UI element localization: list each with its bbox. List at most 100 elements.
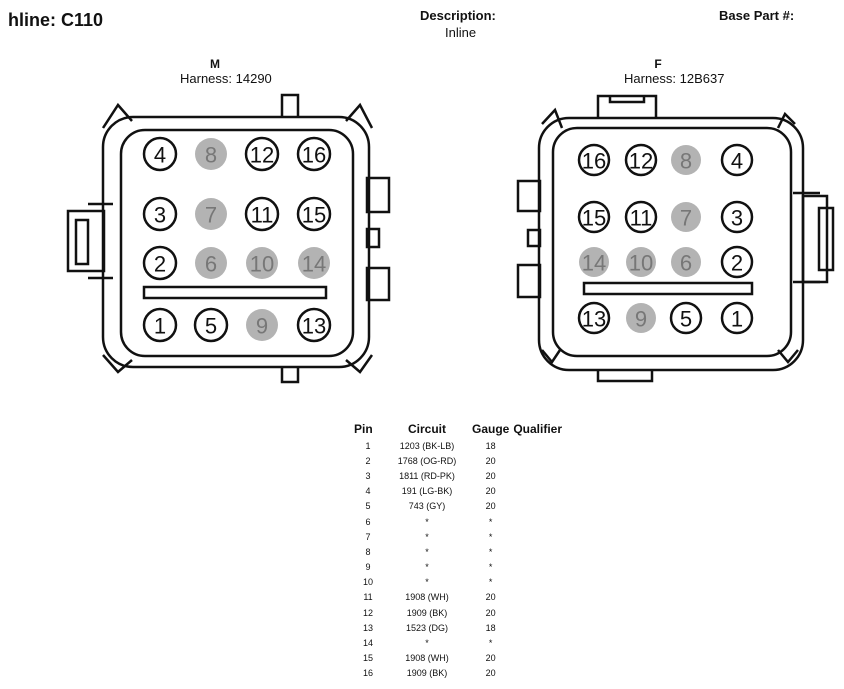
qualifier-cell xyxy=(511,529,564,544)
circuit-header: Circuit xyxy=(407,422,446,436)
pin-10-label: 10 xyxy=(250,252,274,277)
circuit-cell: * xyxy=(425,516,429,527)
base-part-label: Base Part #: xyxy=(719,8,795,23)
circuit-cell: * xyxy=(425,577,429,588)
qualifier-cell xyxy=(511,620,564,635)
circuit-cell: 1908 (WH) xyxy=(405,653,449,664)
pin-2-cavity xyxy=(720,245,754,279)
gauge-cell: 18 xyxy=(485,622,496,633)
pin-cell: 1 xyxy=(365,440,371,451)
pin-6-cavity xyxy=(195,247,227,279)
pin-2-cavity xyxy=(142,245,178,281)
pin-11-cavity xyxy=(624,200,658,234)
connector-f-body xyxy=(516,94,835,383)
pin-4-cavity xyxy=(720,143,754,177)
pin-4-label: 4 xyxy=(731,149,743,174)
pin-2-label: 2 xyxy=(731,251,743,276)
pin-3-label: 3 xyxy=(731,206,743,231)
pin-cell: 7 xyxy=(365,531,371,542)
qualifier-cell xyxy=(511,590,564,605)
pin-9-label: 9 xyxy=(635,307,647,332)
table-row: 9** xyxy=(352,560,564,575)
pin-5-label: 5 xyxy=(205,314,217,339)
gauge-cell: 20 xyxy=(485,486,496,497)
qualifier-header: Qualifier xyxy=(513,422,563,436)
pin-cell: 15 xyxy=(362,653,373,664)
pin-11-label: 11 xyxy=(251,203,274,228)
pin-cell: 12 xyxy=(362,607,373,618)
pin-9-label: 9 xyxy=(256,314,268,339)
qualifier-cell xyxy=(511,666,564,681)
pin-11-cavity xyxy=(244,196,280,232)
pin-12-label: 12 xyxy=(629,149,653,174)
description-value: Inline xyxy=(445,25,477,40)
circuit-cell: 1909 (BK) xyxy=(406,668,448,679)
connector-title: hline: C110 xyxy=(8,10,104,30)
table-row: 2 1768 (OG-RD) 20 xyxy=(352,453,564,468)
pin-6-label: 6 xyxy=(680,251,692,276)
connector-m-harness: Harness: 14290 xyxy=(180,71,272,86)
pin-12-label: 12 xyxy=(250,143,274,168)
circuit-cell: 1768 (OG-RD) xyxy=(397,455,457,466)
pin-cell: 14 xyxy=(362,638,373,649)
qualifier-cell xyxy=(511,514,564,529)
gauge-cell: 20 xyxy=(485,607,496,618)
pin-11-label: 11 xyxy=(630,206,653,231)
gauge-cell: * xyxy=(488,638,493,649)
circuit-cell: 1811 (RD-PK) xyxy=(399,470,455,481)
table-row: 15 1908 (WH) 20 xyxy=(352,651,564,666)
qualifier-cell xyxy=(511,499,564,514)
gauge-cell: 20 xyxy=(485,455,496,466)
pin-12-cavity xyxy=(624,143,658,177)
pin-13-label: 13 xyxy=(582,307,606,332)
qualifier-cell xyxy=(511,605,564,620)
pin-4-label: 4 xyxy=(154,143,166,168)
pin-12-cavity xyxy=(244,136,280,172)
qualifier-cell xyxy=(511,651,564,666)
circuit-cell: * xyxy=(425,531,429,542)
pin-3-label: 3 xyxy=(154,203,166,228)
pin-13-cavity xyxy=(296,307,332,343)
pin-5-cavity xyxy=(669,301,703,335)
description-label: Description: xyxy=(420,8,496,23)
connector-f-label: F xyxy=(654,57,662,71)
gauge-header: Gauge xyxy=(472,422,510,436)
pin-cell: 16 xyxy=(362,668,373,679)
circuit-cell: * xyxy=(425,546,429,557)
circuit-cell: 1523 (DG) xyxy=(405,622,449,633)
pin-6-cavity xyxy=(671,247,701,277)
pin-15-cavity xyxy=(577,200,611,234)
pin-7-cavity xyxy=(195,198,227,230)
connector-f-harness: Harness: 12B637 xyxy=(624,71,725,86)
pin-cell: 8 xyxy=(365,546,371,557)
pin-1-cavity xyxy=(142,307,178,343)
pin-13-label: 13 xyxy=(302,314,326,339)
qualifier-cell xyxy=(511,438,564,453)
gauge-cell: 20 xyxy=(485,470,496,481)
table-row: 13 1523 (DG) 18 xyxy=(352,620,564,635)
circuit-cell: 1908 (WH) xyxy=(405,592,449,603)
pin-14-label: 14 xyxy=(302,252,326,277)
pin-cell: 6 xyxy=(365,516,371,527)
pin-cell: 13 xyxy=(362,622,373,633)
circuit-cell: * xyxy=(425,562,429,573)
pin-16-cavity xyxy=(577,143,611,177)
pin-3-cavity xyxy=(720,200,754,234)
pin-16-cavity xyxy=(296,136,332,172)
pin-10-cavity xyxy=(246,247,278,279)
pin-14-label: 14 xyxy=(582,251,606,276)
pin-cell: 5 xyxy=(365,501,371,512)
gauge-cell: 20 xyxy=(485,592,496,603)
pin-2-label: 2 xyxy=(154,252,166,277)
pin-14-cavity xyxy=(579,247,609,277)
table-row: 14** xyxy=(352,635,564,650)
pin-cell: 2 xyxy=(365,455,371,466)
pin-9-cavity xyxy=(626,303,656,333)
pin-7-label: 7 xyxy=(205,203,217,228)
connector-m-label: M xyxy=(210,57,220,71)
gauge-cell: 20 xyxy=(485,653,496,664)
